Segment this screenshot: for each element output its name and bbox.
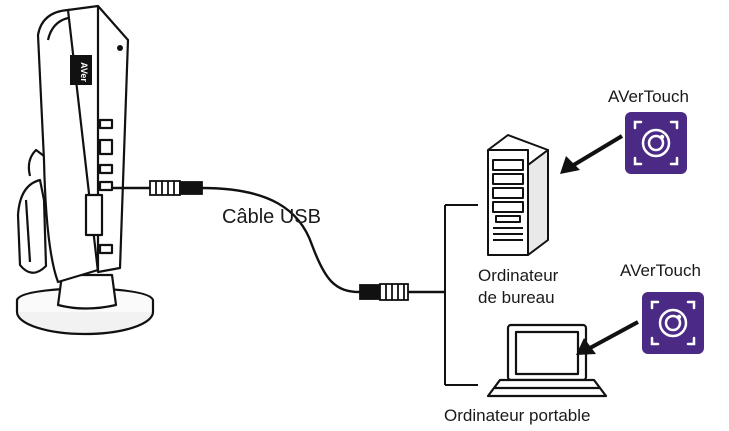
desktop-tower-icon	[487, 134, 549, 256]
laptop-label: Ordinateur portable	[444, 406, 590, 425]
laptop-icon	[486, 323, 608, 398]
usb-plug-icon	[149, 180, 203, 196]
desktop-label-line1: Ordinateur	[478, 266, 559, 285]
connection-bracket	[444, 204, 478, 386]
arrow-to-laptop	[576, 320, 639, 355]
document-camera-icon	[15, 4, 155, 336]
usb-cable	[112, 186, 445, 294]
arrow-to-desktop	[560, 134, 624, 174]
app-label-top: AVerTouch	[608, 87, 689, 106]
usb-plug-icon	[359, 283, 409, 301]
camera-logo: AVer	[79, 62, 89, 82]
avertouch-app-icon	[625, 112, 687, 174]
avertouch-app-icon	[642, 292, 704, 354]
app-label-bottom: AVerTouch	[620, 261, 701, 280]
desktop-label-line2: de bureau	[478, 288, 555, 307]
cable-label: Câble USB	[222, 206, 321, 228]
